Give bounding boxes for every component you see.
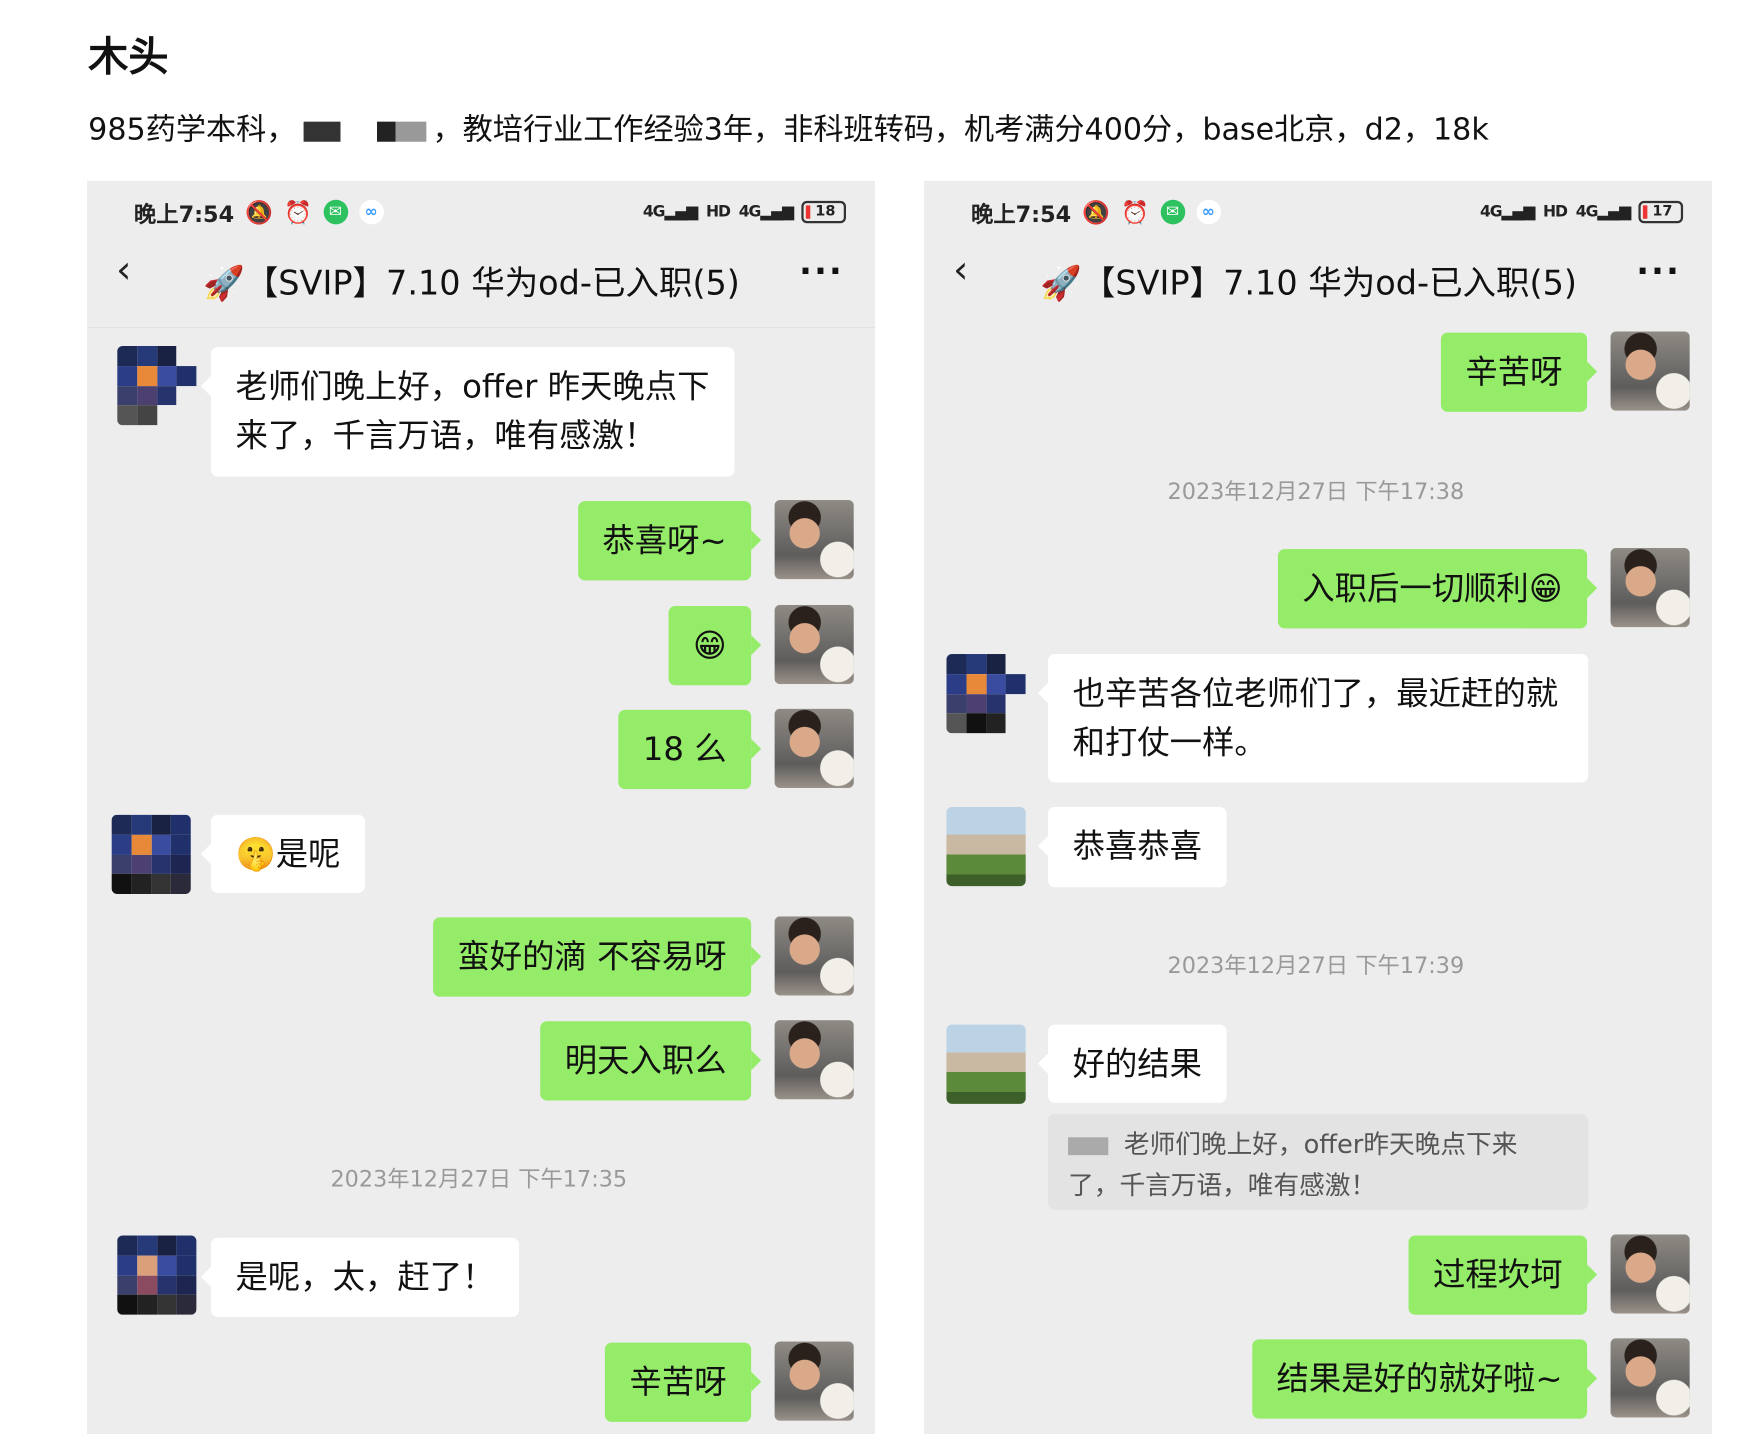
wechat-icon: ✉ <box>323 199 348 225</box>
mute-icon: 🔕 <box>1082 198 1111 226</box>
message-bubble-me[interactable]: 18 么 <box>618 709 762 790</box>
message-bubble-me[interactable]: 过程坎坷 <box>1408 1235 1598 1315</box>
more-options-button[interactable]: ··· <box>799 252 844 292</box>
hd-icon: HD <box>1543 203 1568 221</box>
chat-screenshot-left: 晚上7:54 🔕 ⏰ ✉ ∞ 4G▂▄▆ HD 4G▂▄▆ 18 ‹ 🚀【SVI… <box>87 180 876 1434</box>
avatar-me <box>1610 331 1690 411</box>
author-summary: 985药学本科， ，教培行业工作经验3年，非科班转码，机考满分400分，base北… <box>88 105 1489 149</box>
alarm-icon: ⏰ <box>284 198 313 226</box>
signal-icon-2: 4G▂▄▆ <box>738 203 794 221</box>
app-icon: ∞ <box>358 199 384 225</box>
avatar-other <box>117 1235 197 1315</box>
avatar-me <box>774 1020 854 1100</box>
status-right: 4G▂▄▆ HD 4G▂▄▆ 17 <box>1480 196 1684 227</box>
header-divider <box>87 327 876 329</box>
avatar-other-photo <box>946 806 1026 887</box>
back-button[interactable]: ‹ <box>116 247 132 293</box>
message-bubble-other[interactable]: 好的结果 <box>1037 1024 1227 1103</box>
quote-text: 了，千言万语，唯有感激！ <box>1068 1171 1377 1201</box>
mute-icon: 🔕 <box>245 198 274 226</box>
avatar-other <box>946 654 1026 734</box>
avatar-me <box>774 708 854 788</box>
timestamp: 2023年12月27日 下午17:38 <box>1167 477 1465 505</box>
message-bubble-me[interactable]: 辛苦呀 <box>604 1342 762 1422</box>
message-bubble-other[interactable]: 也辛苦各位老师们了，最近赶的就和打仗一样。 <box>1037 654 1589 783</box>
message-bubble-me[interactable]: 入职后一切顺利😁 <box>1277 549 1598 629</box>
author-name: 木头 <box>88 34 169 81</box>
timestamp: 2023年12月27日 下午17:35 <box>330 1165 628 1192</box>
app-icon: ∞ <box>1195 199 1221 225</box>
chat-title: 🚀【SVIP】7.10 华为od-已入职(5) <box>1040 264 1577 304</box>
message-bubble-me[interactable]: 明天入职么 <box>540 1021 762 1101</box>
status-bar: 晚上7:54 🔕 ⏰ ✉ ∞ <box>971 196 1221 227</box>
signal-icon: 4G▂▄▆ <box>642 203 698 221</box>
message-text: 来了，千言万语，唯有感激！ <box>235 416 657 455</box>
message-bubble-me[interactable]: 蛮好的滴 不容易呀 <box>432 917 762 997</box>
summary-start: 985药学本科， <box>88 112 297 148</box>
avatar-other-photo <box>946 1024 1026 1104</box>
timestamp: 2023年12月27日 下午17:39 <box>1167 952 1465 979</box>
message-bubble-other[interactable]: 是呢，太，赶了！ <box>200 1237 520 1317</box>
avatar-other <box>117 345 197 426</box>
quoted-message[interactable]: 老师们晚上好，offer昨天晚点下来了，千言万语，唯有感激！ <box>1048 1113 1589 1210</box>
signal-icon: 4G▂▄▆ <box>1479 203 1535 221</box>
redacted-name <box>1068 1136 1109 1155</box>
alarm-icon: ⏰ <box>1121 198 1150 226</box>
chat-screenshot-right: 晚上7:54 🔕 ⏰ ✉ ∞ 4G▂▄▆ HD 4G▂▄▆ 17 ‹ 🚀【SVI… <box>924 180 1713 1434</box>
quote-text: 老师们晚上好，offer昨天晚点下来 <box>1068 1125 1568 1166</box>
message-text: 也辛苦各位老师们了，最近赶的就 <box>1072 674 1559 713</box>
message-bubble-other[interactable]: 恭喜恭喜 <box>1037 806 1227 888</box>
message-text: 老师们晚上好，offer 昨天晚点下 <box>235 367 710 406</box>
message-text: 和打仗一样。 <box>1072 723 1267 762</box>
status-time: 晚上7:54 <box>971 200 1072 228</box>
message-bubble-other[interactable]: 🤫是呢 <box>200 814 366 893</box>
avatar-me <box>1610 548 1690 628</box>
message-bubble-me[interactable]: 恭喜呀~ <box>577 501 762 581</box>
message-bubble-me[interactable]: 😁 <box>668 606 762 686</box>
battery-icon: 18 <box>801 200 847 224</box>
avatar-me <box>1610 1338 1690 1418</box>
signal-icon-2: 4G▂▄▆ <box>1575 203 1631 221</box>
battery-icon: 17 <box>1638 200 1684 224</box>
avatar-me <box>774 916 854 996</box>
avatar-me <box>774 604 854 685</box>
chat-title: 🚀【SVIP】7.10 华为od-已入职(5) <box>203 264 740 304</box>
more-options-button[interactable]: ··· <box>1636 252 1682 292</box>
redacted-block <box>303 121 426 142</box>
avatar-me <box>774 1341 854 1421</box>
avatar-me <box>774 500 854 580</box>
avatar-me <box>1610 1234 1690 1314</box>
message-bubble-me[interactable]: 结果是好的就好啦~ <box>1251 1339 1598 1419</box>
message-bubble-other[interactable]: 老师们晚上好，offer 昨天晚点下来了，千言万语，唯有感激！ <box>200 347 735 477</box>
avatar-other <box>111 814 191 894</box>
hd-icon: HD <box>705 203 731 221</box>
status-bar: 晚上7:54 🔕 ⏰ ✉ ∞ <box>134 196 384 227</box>
status-time: 晚上7:54 <box>133 200 235 228</box>
wechat-icon: ✉ <box>1160 199 1185 225</box>
message-bubble-me[interactable]: 辛苦呀 <box>1440 332 1598 412</box>
summary-end: ，教培行业工作经验3年，非科班转码，机考满分400分，base北京，d2，18k <box>432 112 1489 148</box>
back-button[interactable]: ‹ <box>953 247 969 293</box>
status-right: 4G▂▄▆ HD 4G▂▄▆ 18 <box>643 196 847 227</box>
